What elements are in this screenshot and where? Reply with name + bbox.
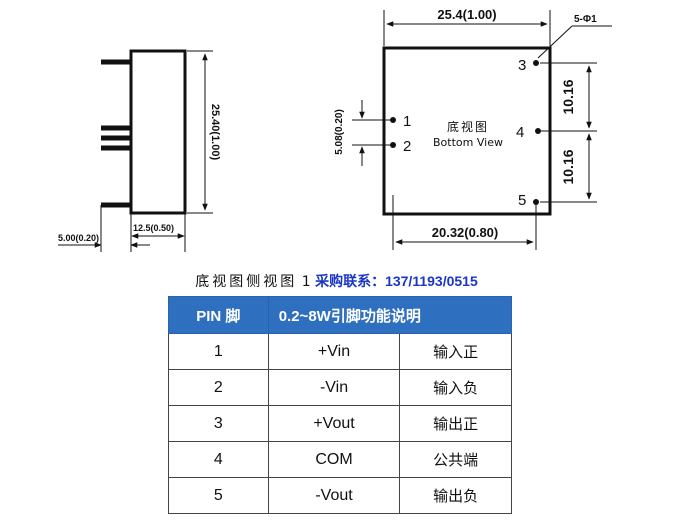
pin-number: 4	[168, 441, 269, 478]
pin-number: 1	[168, 333, 269, 370]
table-row: 1 +Vin 输入正	[168, 333, 512, 370]
header-function: 0.2~8W引脚功能说明	[267, 296, 513, 334]
pin-3-dot	[533, 60, 539, 66]
bottom-view-body	[382, 46, 552, 216]
pin-signal: COM	[267, 441, 401, 478]
pin-diameter-leader: 5-Φ1	[537, 14, 612, 59]
bottom-width-dimension: 25.4(1.00)	[383, 7, 551, 46]
side-view-body	[129, 49, 187, 215]
pin-description: 公共端	[399, 441, 512, 478]
table-header-row: PIN 脚 0.2~8W引脚功能说明	[168, 296, 513, 334]
pin-pitch-label: 5.08(0.20)	[334, 109, 345, 155]
side-pin-length-label: 5.00(0.20)	[58, 233, 99, 243]
figure-caption: 底视图侧视图 1 采购联系：137/1193/0515	[0, 271, 673, 291]
pin-signal: +Vin	[267, 333, 401, 370]
pin-2-dot	[390, 142, 396, 148]
pin-1-dot	[390, 117, 396, 123]
bottom-view-subtitle: Bottom View	[433, 136, 503, 149]
pin-signal: -Vout	[267, 477, 401, 514]
pin-signal: -Vin	[267, 369, 401, 406]
table-row: 2 -Vin 输入负	[168, 369, 512, 406]
pin-pitch-dimension: 5.08(0.20)	[334, 100, 391, 166]
table-row: 4 COM 公共端	[168, 441, 512, 478]
right-lower-label: 10.16	[560, 149, 576, 184]
pin-description: 输出负	[399, 477, 512, 514]
pin-5-dot	[533, 199, 539, 205]
caption-contact: 采购联系：137/1193/0515	[315, 273, 478, 289]
pin-4-dot	[535, 128, 541, 134]
table-row: 5 -Vout 输出负	[168, 477, 512, 514]
table-row: 3 +Vout 输出正	[168, 405, 512, 442]
pin-description: 输入正	[399, 333, 512, 370]
caption-main: 底视图侧视图	[195, 274, 298, 290]
pin-diameter-label: 5-Φ1	[574, 14, 597, 25]
right-upper-label: 10.16	[560, 79, 576, 114]
pin-1-label: 1	[403, 113, 411, 130]
bottom-span-dimension: 20.32(0.80)	[392, 195, 537, 250]
bottom-span-label: 20.32(0.80)	[432, 225, 499, 240]
side-height-dimension: 25.40(1.00)	[187, 50, 221, 214]
header-pin: PIN 脚	[168, 296, 269, 334]
pin-signal: +Vout	[267, 405, 401, 442]
side-pin-length-dimension: 5.00(0.20)	[58, 205, 150, 252]
pin-function-table: PIN 脚 0.2~8W引脚功能说明 1 +Vin 输入正 2 -Vin 输入负…	[168, 296, 513, 514]
pin-number: 5	[168, 477, 269, 514]
caption-number: 1	[301, 274, 311, 290]
pin-number: 3	[168, 405, 269, 442]
bottom-pins: 1 2 3 4 5	[390, 57, 541, 209]
bottom-view-title: 底视图	[447, 119, 489, 134]
bottom-view: 25.4(1.00) 5-Φ1 1 2 3 4 5 底视图 Bottom Vie…	[334, 7, 612, 250]
side-thickness-dimension: 12.5(0.50)	[131, 213, 186, 252]
side-thickness-label: 12.5(0.50)	[133, 223, 174, 233]
side-height-label: 25.40(1.00)	[209, 104, 221, 161]
pin-description: 输入负	[399, 369, 512, 406]
pin-2-label: 2	[403, 138, 411, 155]
pin-5-label: 5	[518, 192, 526, 209]
pin-4-label: 4	[516, 124, 524, 141]
pin-3-label: 3	[518, 57, 526, 74]
right-dimensions: 10.16 10.16	[540, 62, 597, 203]
side-view: 25.40(1.00) 5.00(0.20) 12.5(0.50)	[58, 49, 221, 252]
bottom-width-label: 25.4(1.00)	[437, 7, 496, 22]
side-view-pins	[101, 59, 131, 208]
mechanical-drawing: 25.40(1.00) 5.00(0.20) 12.5(0.50) 25.4(1…	[58, 7, 612, 252]
pin-number: 2	[168, 369, 269, 406]
pin-description: 输出正	[399, 405, 512, 442]
